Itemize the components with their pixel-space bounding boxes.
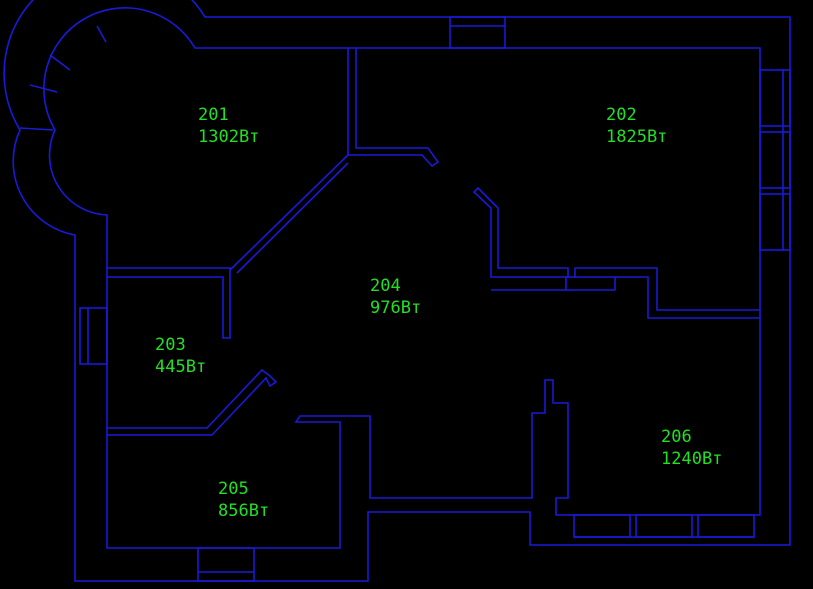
room-201-label: 201 1302Вт (198, 104, 259, 148)
room-number: 203 (155, 335, 186, 355)
outer-walls (3, 0, 791, 582)
interior-walls (107, 48, 760, 436)
room-number: 202 (606, 105, 637, 125)
room-power: 856Вт (218, 501, 270, 521)
room-power: 1825Вт (606, 127, 668, 147)
room-205-label: 205 856Вт (218, 478, 269, 522)
room-number: 206 (661, 427, 692, 447)
room-power: 1302Вт (198, 127, 260, 147)
room-203-label: 203 445Вт (155, 334, 206, 378)
room-power: 976Вт (370, 298, 422, 318)
room-202-label: 202 1825Вт (606, 104, 667, 148)
room-number: 201 (198, 105, 229, 125)
windows (19, 16, 791, 582)
room-power: 1240Вт (661, 449, 723, 469)
room-number: 204 (370, 276, 401, 296)
room-number: 205 (218, 479, 249, 499)
room-power: 445Вт (155, 357, 207, 377)
room-206-label: 206 1240Вт (661, 426, 722, 470)
room-204-label: 204 976Вт (370, 275, 421, 319)
